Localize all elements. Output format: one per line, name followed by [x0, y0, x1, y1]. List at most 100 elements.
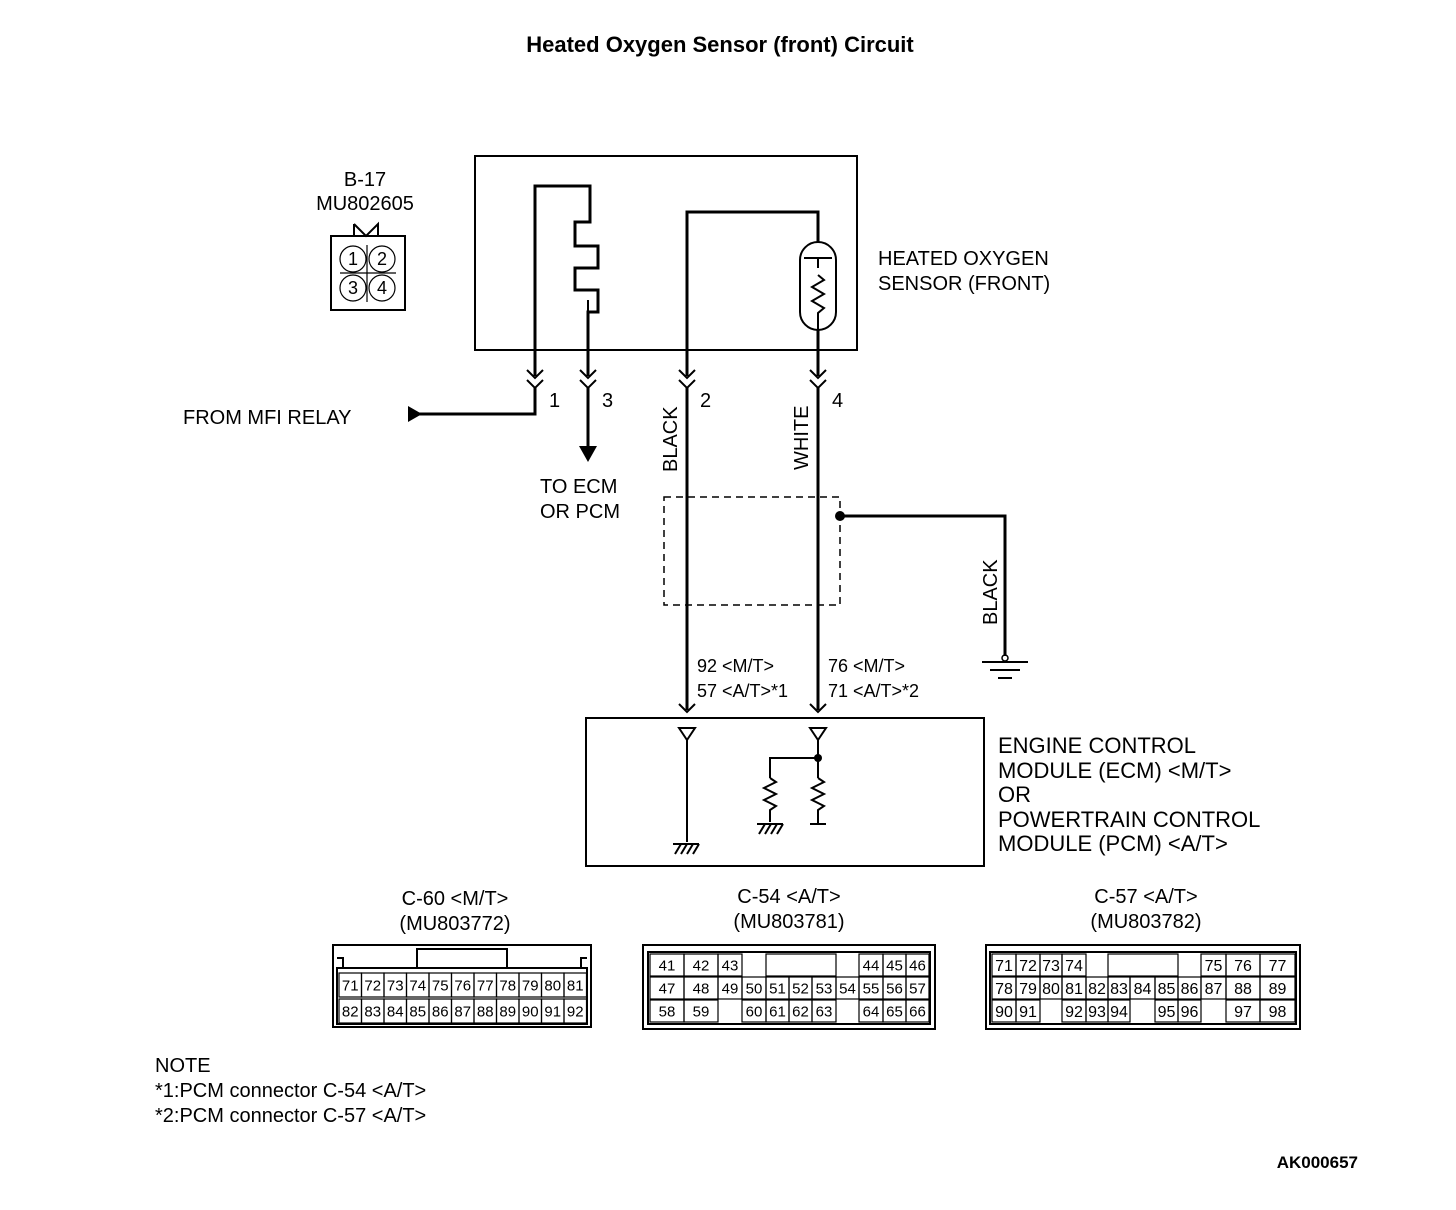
c54-pin-52: 52: [792, 980, 809, 997]
c57-pin-89-cell: [1259, 976, 1296, 1000]
sensor-element-resistor: [810, 274, 826, 330]
c60-pin-89: 89: [499, 1003, 516, 1020]
c60-pin-88: 88: [477, 1003, 494, 1020]
ecm-resistor-right: [809, 777, 827, 824]
c60-pin-80: 80: [544, 977, 561, 994]
ecm-terminal-left: [678, 703, 696, 714]
c60-pin-79: 79: [522, 977, 539, 994]
relay-feed-arrow: [408, 406, 422, 422]
c54-pin-43: 43: [722, 957, 739, 974]
shield-box: [663, 496, 841, 606]
connector-b17-part: MU802605: [316, 193, 414, 215]
c60-pin-83: 83: [364, 1003, 381, 1020]
c60-pin-92-cell: [563, 998, 588, 1024]
heater-wire-pin1: [533, 184, 600, 376]
b17-pin-4: 4: [377, 278, 387, 298]
c60-pin-90: 90: [522, 1003, 539, 1020]
c57-pin-74: 74: [1065, 958, 1083, 975]
c60-pin-84: 84: [387, 1003, 404, 1020]
sensor-pin-3-label: 3: [602, 390, 613, 412]
connector-b17: B-17 MU802605 1 2 3 4: [316, 169, 414, 311]
c57-pin-88: 88: [1234, 981, 1252, 998]
c60-pin-73: 73: [387, 977, 404, 994]
c60-pin-87: 87: [454, 1003, 471, 1020]
sensor-label-line1: HEATED OXYGEN: [878, 248, 1049, 270]
c57-pin-72: 72: [1019, 958, 1037, 975]
c57-pin-93: 93: [1088, 1004, 1106, 1021]
c54-pin-44: 44: [863, 957, 880, 974]
c54-pin-60: 60: [746, 1003, 763, 1020]
c54-pin-57: 57: [909, 980, 926, 997]
c54-pin-46-cell: [905, 953, 930, 977]
ecm-right-junction: [814, 754, 822, 762]
ecm-label-line1: ENGINE CONTROL: [998, 733, 1196, 758]
ecm-left-ground: [673, 843, 700, 855]
sensor-label-line2: SENSOR (FRONT): [878, 273, 1050, 295]
c60-name: C-60 <M/T>: [402, 888, 509, 910]
c57-pin-75: 75: [1205, 958, 1223, 975]
sensor-connector-terminals: [526, 369, 827, 390]
c54-pin-56: 56: [886, 980, 903, 997]
c54-pin-63: 63: [816, 1003, 833, 1020]
ecm-label-line4: POWERTRAIN CONTROL: [998, 807, 1260, 832]
c60-part: (MU803772): [399, 913, 510, 935]
c57-pin-80: 80: [1042, 981, 1060, 998]
ecm-label-line2: MODULE (ECM) <M/T>: [998, 758, 1231, 783]
ecm-inner-terminal-right: [808, 727, 828, 742]
c54-keyway: [765, 953, 837, 977]
c54-pin-43-cell: [717, 953, 743, 977]
c54-pin-54: 54: [839, 980, 856, 997]
c60-pin-81-cell: [563, 972, 588, 998]
c54-pin-66-cell: [905, 999, 930, 1023]
c57-pin-97: 97: [1234, 1004, 1252, 1021]
ecm-pin-left-at: 57 <A/T>*1: [697, 681, 788, 701]
c54-pin-66: 66: [909, 1003, 926, 1020]
c54-pin-51: 51: [769, 980, 786, 997]
c54-pin-55: 55: [863, 980, 880, 997]
note-line-1: *1:PCM connector C-54 <A/T>: [155, 1080, 426, 1102]
c54-pin-58: 58: [659, 1003, 676, 1020]
c57-pin-78: 78: [995, 981, 1013, 998]
oxygen-sensor-box: [474, 155, 858, 351]
connector-b17-id: B-17: [344, 169, 386, 191]
shield-ground-wire: [840, 514, 1007, 656]
ecm-inner-terminal-left: [677, 727, 697, 742]
c54-name: C-54 <A/T>: [737, 886, 840, 908]
b17-pin-2: 2: [377, 249, 387, 269]
c54-pin-59: 59: [693, 1003, 710, 1020]
note-heading: NOTE: [155, 1055, 211, 1077]
connector-b17-body: [330, 235, 406, 311]
ecm-pin-right-at: 71 <A/T>*2: [828, 681, 919, 701]
figure-code: AK000657: [1277, 1153, 1358, 1172]
ground-symbol: [982, 654, 1028, 679]
note-line-2: *2:PCM connector C-57 <A/T>: [155, 1105, 426, 1127]
c57-pin-91: 91: [1019, 1004, 1037, 1021]
c60-pin-78: 78: [499, 977, 516, 994]
relay-label: FROM MFI RELAY: [183, 407, 352, 429]
ecm-pin-left-mt: 92 <M/T>: [697, 656, 774, 676]
ecm-left-resistor-ground: [757, 823, 784, 835]
b17-pin-3: 3: [348, 278, 358, 298]
c54-pin-45: 45: [886, 957, 903, 974]
c60-pin-71: 71: [342, 977, 359, 994]
c60-pin-75: 75: [432, 977, 449, 994]
c57-pin-89: 89: [1269, 981, 1287, 998]
diagram-title: Heated Oxygen Sensor (front) Circuit: [526, 32, 914, 57]
c54-pin-61: 61: [769, 1003, 786, 1020]
ecm-feed-label-line1: TO ECM: [540, 476, 617, 498]
c60-pin-72: 72: [364, 977, 381, 994]
c60-pin-91: 91: [544, 1003, 561, 1020]
c57-name: C-57 <A/T>: [1094, 886, 1197, 908]
c57-pin-96: 96: [1181, 1004, 1199, 1021]
ecm-feed-label-line2: OR PCM: [540, 501, 620, 523]
c57-pin-86: 86: [1181, 981, 1199, 998]
b17-pin-1: 1: [348, 249, 358, 269]
c57-pin-91-cell: [1015, 999, 1041, 1023]
c54-pin-59-cell: [683, 999, 719, 1023]
c54-pin-57-cell: [905, 976, 930, 1000]
ecm-feed-arrow: [579, 446, 597, 462]
